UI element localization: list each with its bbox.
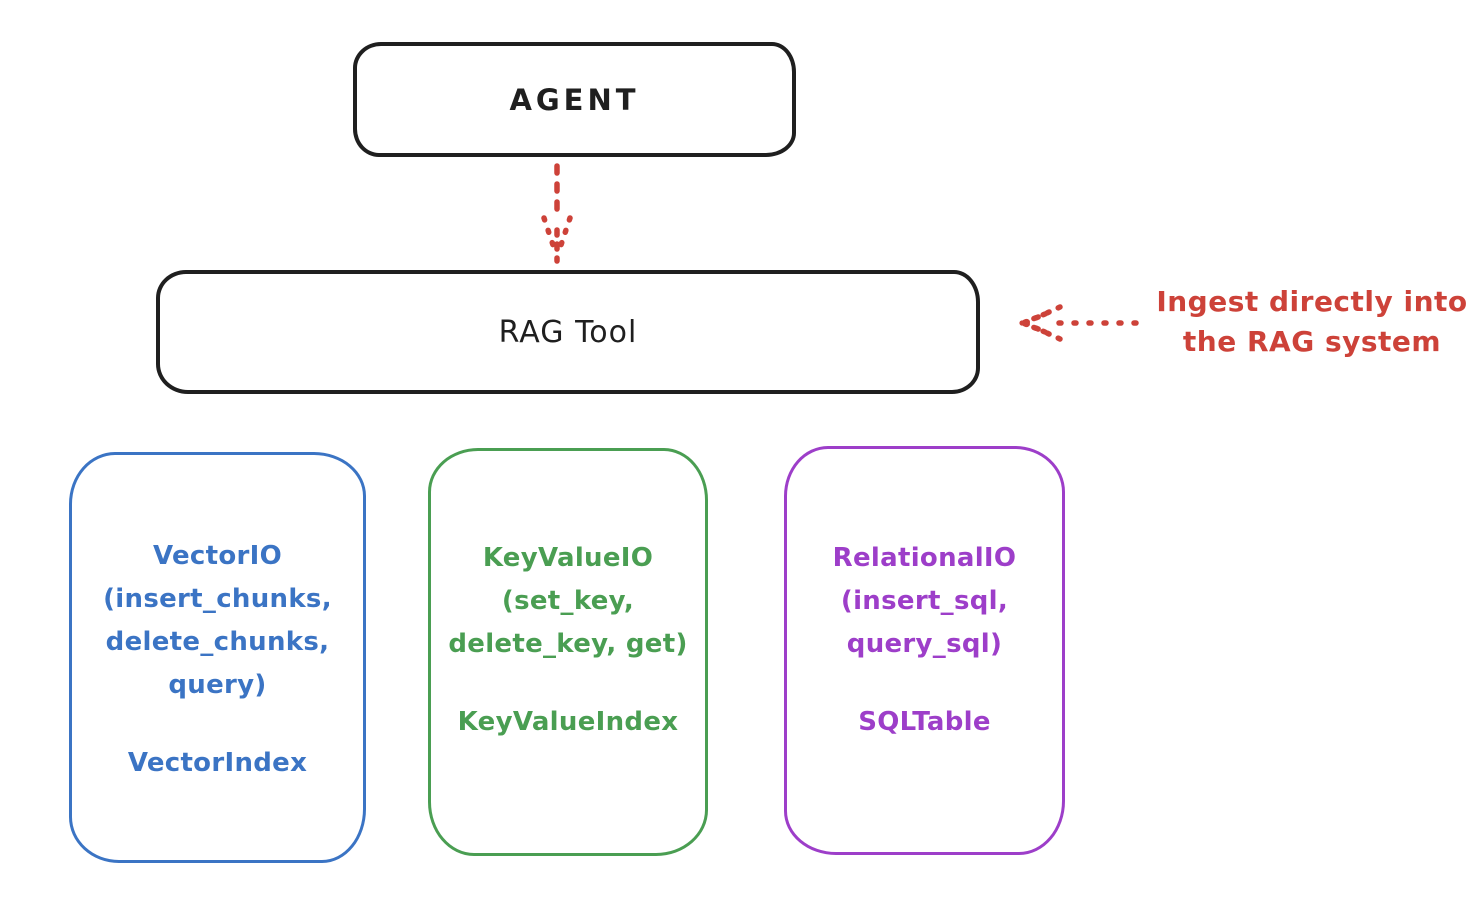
store-line: VectorIO [152, 541, 283, 571]
store-line: (set_key, [501, 586, 635, 616]
ingest-note-line-1: Ingest directly into [1156, 285, 1468, 318]
store-methods: VectorIO (insert_chunks, delete_chunks, … [103, 535, 332, 707]
store-line: delete_chunks, [105, 627, 330, 657]
rag-tool-box: RAG Tool [156, 270, 980, 394]
keyvalue-io-box: KeyValueIO (set_key, delete_key, get) Ke… [428, 448, 708, 856]
store-line: query) [168, 670, 267, 700]
store-methods: RelationalIO (insert_sql, query_sql) [833, 537, 1017, 666]
store-index-label: SQLTable [858, 707, 991, 737]
store-line: query_sql) [846, 629, 1003, 659]
rag-tool-label: RAG Tool [498, 314, 638, 350]
agent-box: AGENT [353, 42, 796, 157]
ingest-arrow-icon [1019, 304, 1139, 342]
vector-io-box: VectorIO (insert_chunks, delete_chunks, … [69, 452, 366, 863]
agent-label: AGENT [509, 82, 640, 117]
store-methods: KeyValueIO (set_key, delete_key, get) [448, 537, 687, 666]
store-index-label: VectorIndex [127, 748, 308, 778]
agent-to-ragtool-arrow-icon [541, 163, 573, 264]
store-line: delete_key, get) [448, 629, 688, 659]
store-index-label: KeyValueIndex [457, 707, 679, 737]
store-line: (insert_sql, [840, 586, 1009, 616]
store-line: (insert_chunks, [103, 584, 332, 614]
ingest-note: Ingest directly into the RAG system [1140, 282, 1484, 362]
relational-io-box: RelationalIO (insert_sql, query_sql) SQL… [784, 446, 1065, 855]
store-line: KeyValueIO [482, 543, 654, 573]
ingest-note-line-2: the RAG system [1182, 325, 1442, 358]
store-line: RelationalIO [832, 543, 1017, 573]
